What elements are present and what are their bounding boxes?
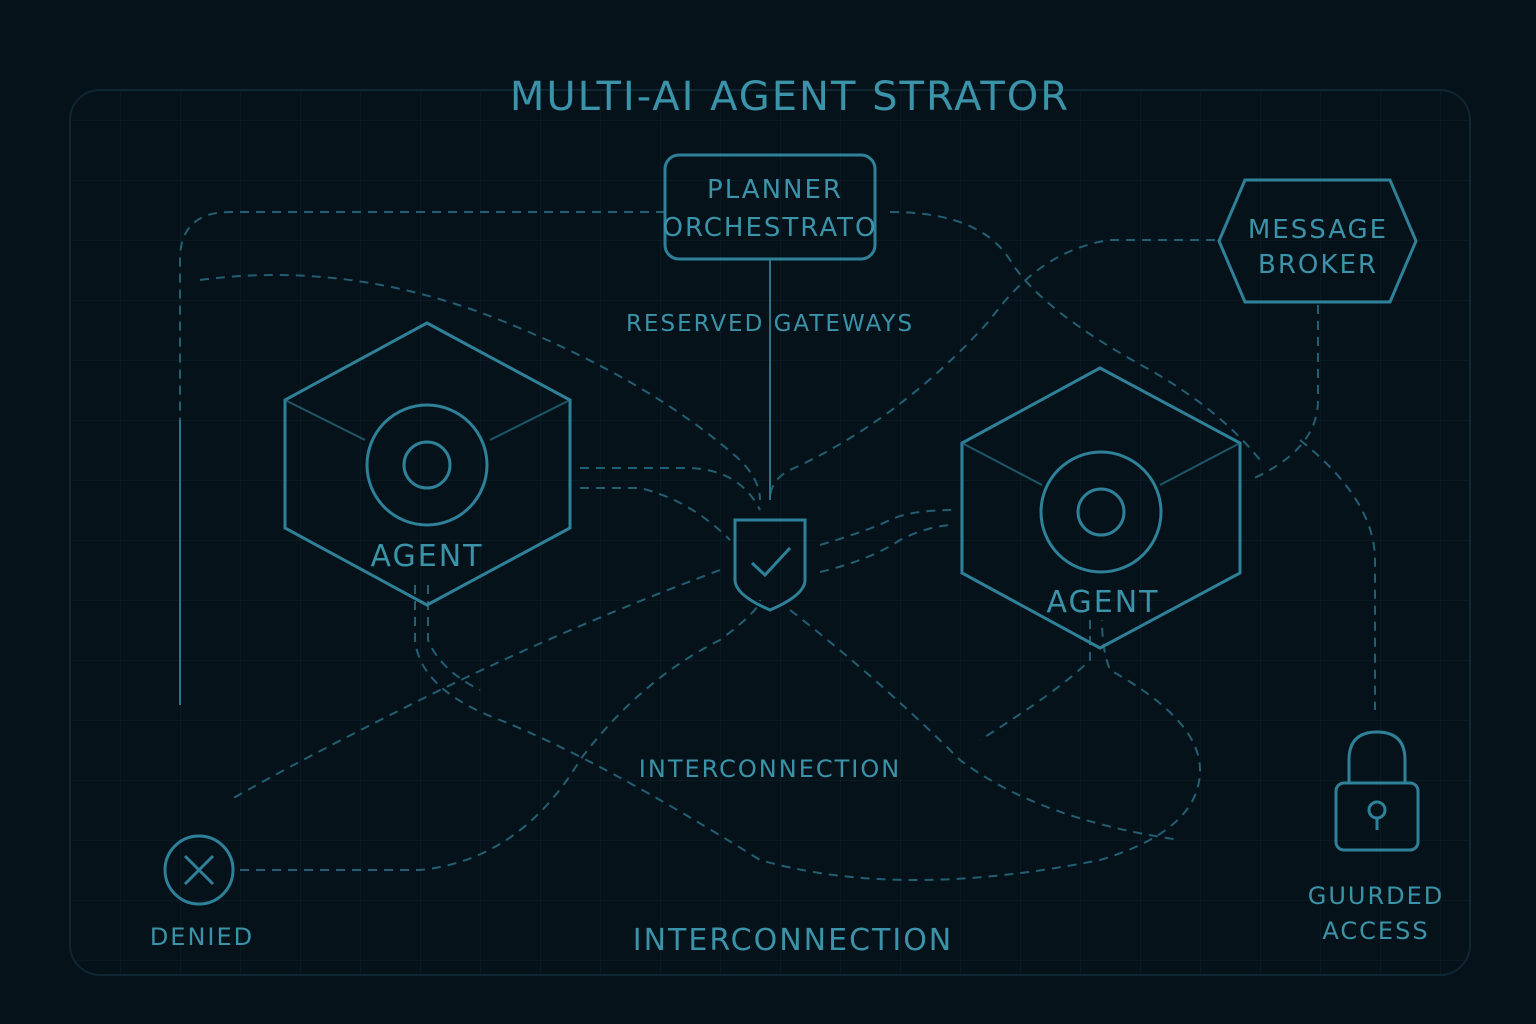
interconnection-label-mid: INTERCONNECTION xyxy=(639,755,901,783)
diagram-title: MULTI-AI AGENT STRATOR xyxy=(510,74,1070,120)
agent-left-label: AGENT xyxy=(371,539,484,574)
denied-label: DENIED xyxy=(150,923,254,951)
broker-label-line1: MESSAGE xyxy=(1248,215,1388,245)
interconnection-label-bottom: INTERCONNECTION xyxy=(633,923,954,958)
panel-frame xyxy=(69,89,1471,976)
reserved-gateways-label: RESERVED GATEWAYS xyxy=(626,311,914,337)
broker-label-line2: BROKER xyxy=(1258,250,1378,280)
connection-lines xyxy=(179,211,1376,881)
guarded-access-node[interactable]: GUURDED ACCESS xyxy=(1308,730,1445,945)
planner-orchestrator-node[interactable]: PLANNER ORCHESTRATO xyxy=(663,153,878,261)
agent-core-icon xyxy=(1076,487,1126,537)
guarded-label-line2: ACCESS xyxy=(1322,917,1429,945)
planner-label-line2: ORCHESTRATO xyxy=(663,213,878,243)
lock-icon xyxy=(1334,730,1420,852)
agent-node-right[interactable]: AGENT xyxy=(960,366,1242,650)
denied-x-icon xyxy=(163,834,235,906)
message-broker-node[interactable]: MESSAGE BROKER xyxy=(1217,178,1418,304)
agent-core-icon xyxy=(402,440,452,490)
planner-label-line1: PLANNER xyxy=(707,175,843,205)
agent-node-left[interactable]: AGENT xyxy=(283,321,572,607)
denied-node[interactable]: DENIED xyxy=(150,834,254,951)
guarded-label-line1: GUURDED xyxy=(1308,882,1445,910)
agent-right-label: AGENT xyxy=(1047,585,1160,620)
shield-check-icon[interactable] xyxy=(733,518,807,612)
